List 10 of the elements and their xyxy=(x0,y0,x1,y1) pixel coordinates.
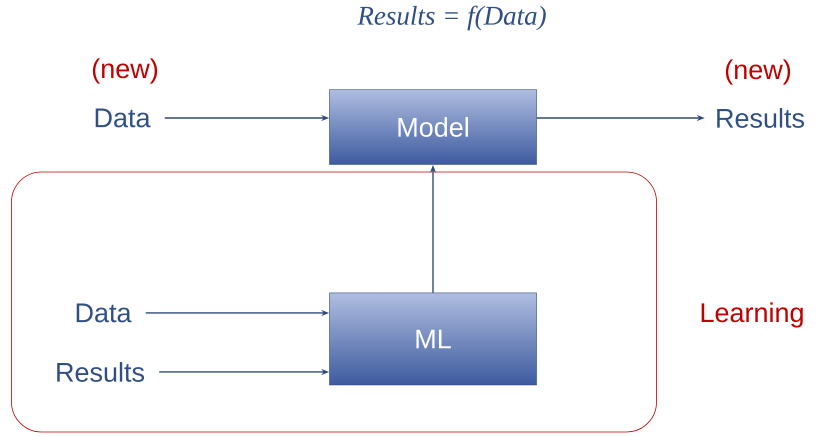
process-box: ML xyxy=(329,292,537,386)
region-label: Learning xyxy=(702,302,803,328)
label-text: Data xyxy=(76,304,132,322)
process-box: Model xyxy=(329,89,537,165)
label-text: Results xyxy=(57,362,144,382)
annotation: (new) xyxy=(726,59,790,85)
formula-title: Results = f(Data) xyxy=(357,6,546,30)
label-text: Data xyxy=(96,108,151,128)
label-text: Results xyxy=(717,108,804,128)
annotation: (new) xyxy=(92,58,158,84)
